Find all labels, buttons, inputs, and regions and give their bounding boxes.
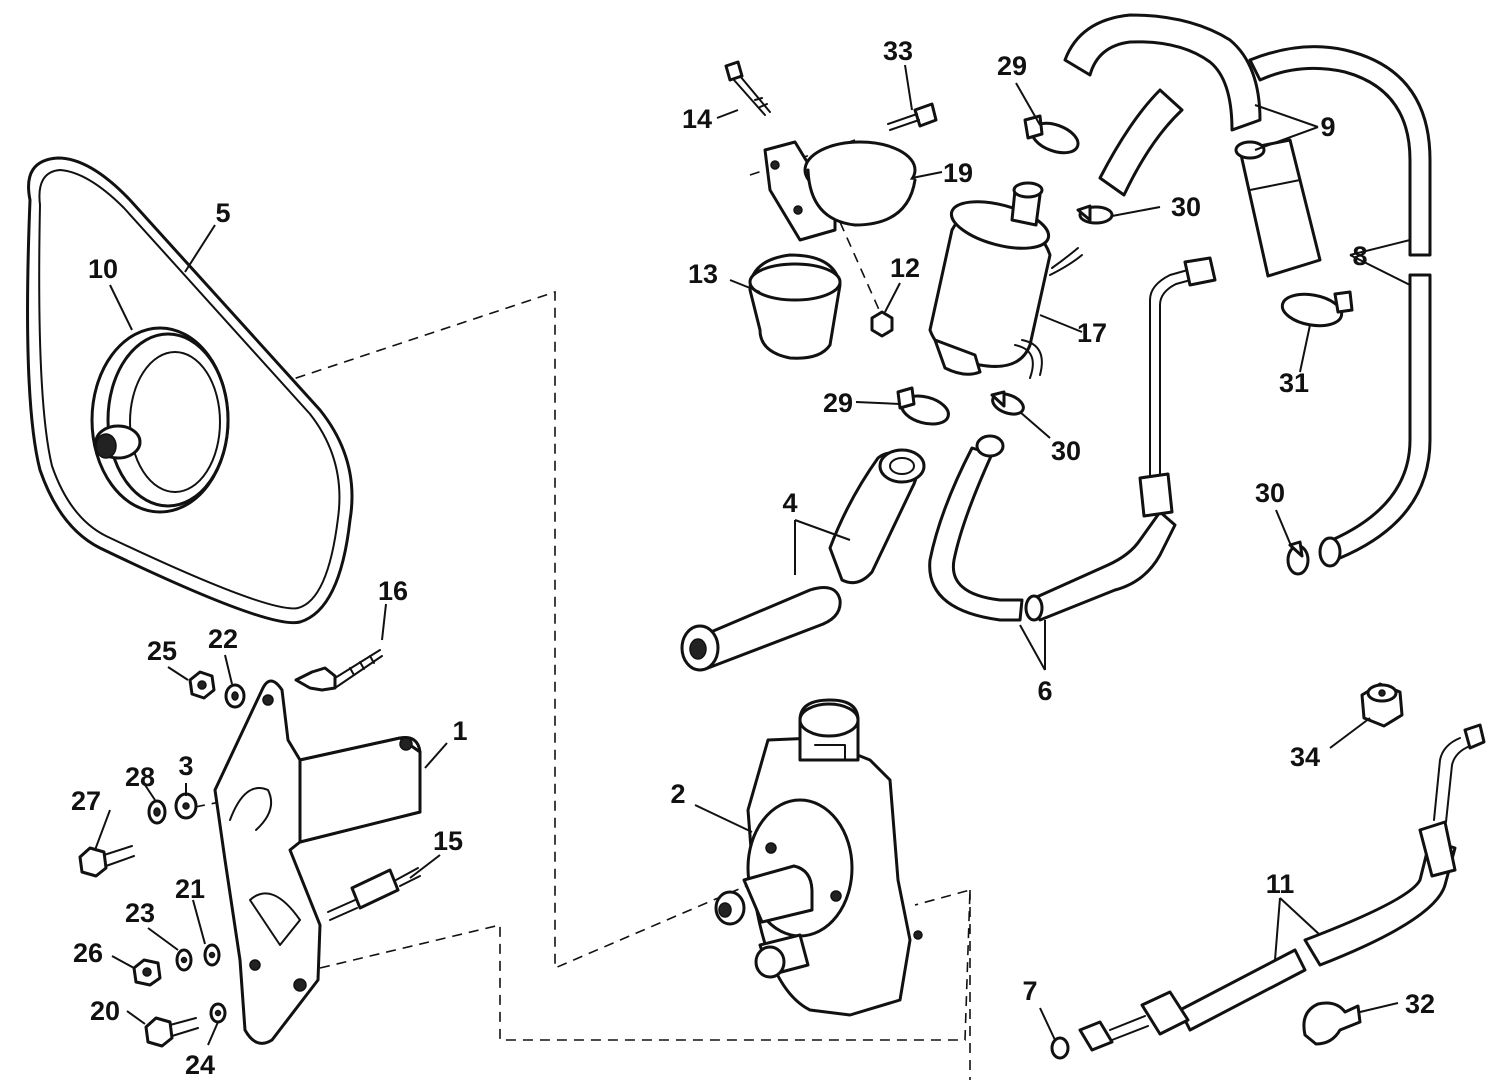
callout-24: 24 bbox=[185, 1050, 215, 1080]
washer-3 bbox=[174, 792, 198, 820]
o-ring-7 bbox=[1050, 1036, 1070, 1060]
callout-33: 33 bbox=[883, 36, 913, 66]
washer-22 bbox=[224, 683, 246, 709]
hose-clamp-30-middle bbox=[990, 390, 1025, 416]
hose-6 bbox=[928, 434, 1177, 622]
hose-clamp-30-upper bbox=[1076, 204, 1114, 225]
washer-23 bbox=[175, 948, 193, 972]
bracket-19 bbox=[763, 140, 917, 242]
clamp-32 bbox=[1302, 1001, 1362, 1046]
bolt-27 bbox=[78, 845, 135, 878]
nut-25 bbox=[188, 670, 216, 700]
hose-4 bbox=[680, 448, 926, 672]
hose-clamp-29-upper bbox=[1023, 114, 1080, 155]
washer-21 bbox=[203, 943, 221, 967]
callout-28: 28 bbox=[125, 762, 155, 792]
callout-7: 7 bbox=[1022, 976, 1037, 1006]
callouts: 1 2 3 4 5 6 7 8 9 10 11 12 13 14 15 16 1… bbox=[71, 36, 1435, 1080]
reservoir-17 bbox=[928, 181, 1083, 379]
nut-26 bbox=[132, 958, 162, 987]
callout-29-lower: 29 bbox=[823, 388, 853, 418]
callout-21: 21 bbox=[175, 874, 205, 904]
callout-6: 6 bbox=[1037, 676, 1052, 706]
callout-32: 32 bbox=[1405, 989, 1435, 1019]
washer-28 bbox=[147, 799, 167, 825]
callout-30-middle: 30 bbox=[1051, 436, 1081, 466]
hose-8 bbox=[1248, 45, 1432, 568]
bolt-33 bbox=[887, 102, 938, 131]
callout-25: 25 bbox=[147, 636, 177, 666]
callout-1: 1 bbox=[452, 716, 467, 746]
bolt-16 bbox=[294, 649, 383, 692]
hose-clamp-31 bbox=[1280, 290, 1354, 328]
callout-11: 11 bbox=[1266, 869, 1295, 899]
callout-3: 3 bbox=[178, 751, 193, 781]
callout-23: 23 bbox=[125, 898, 155, 928]
callout-30-lower: 30 bbox=[1255, 478, 1285, 508]
steel-line-upper bbox=[1138, 256, 1217, 518]
sleeve-13 bbox=[748, 253, 842, 360]
callout-12: 12 bbox=[890, 253, 920, 283]
power-steering-pump bbox=[714, 698, 923, 1017]
mounting-bracket bbox=[213, 679, 422, 1045]
callout-8: 8 bbox=[1352, 241, 1367, 271]
callout-5: 5 bbox=[215, 198, 230, 228]
callout-9: 9 bbox=[1320, 112, 1335, 142]
callout-13: 13 bbox=[688, 259, 718, 289]
callout-2: 2 bbox=[670, 779, 685, 809]
callout-31: 31 bbox=[1279, 368, 1309, 398]
fitting-nut-34 bbox=[1360, 682, 1404, 728]
callout-15: 15 bbox=[433, 826, 463, 856]
washer-24 bbox=[209, 1002, 227, 1024]
callout-10: 10 bbox=[88, 254, 118, 284]
callout-29-upper: 29 bbox=[997, 51, 1027, 81]
bolt-20 bbox=[144, 1016, 199, 1048]
hose-clamp-30-lower bbox=[1286, 540, 1310, 576]
callout-17: 17 bbox=[1077, 318, 1107, 348]
hose-9 bbox=[1063, 13, 1322, 278]
bolt-14 bbox=[724, 60, 771, 116]
callout-27: 27 bbox=[71, 786, 101, 816]
callout-20: 20 bbox=[90, 996, 120, 1026]
callout-22: 22 bbox=[208, 624, 238, 654]
nut-12 bbox=[870, 310, 894, 338]
leader-lines bbox=[94, 64, 1411, 1046]
callout-16: 16 bbox=[378, 576, 408, 606]
callout-30-upper: 30 bbox=[1171, 192, 1201, 222]
callout-14: 14 bbox=[682, 104, 712, 134]
callout-34: 34 bbox=[1290, 742, 1320, 772]
callout-26: 26 bbox=[73, 938, 103, 968]
stud-15 bbox=[327, 867, 421, 921]
callout-4: 4 bbox=[782, 488, 797, 518]
pulley bbox=[90, 326, 230, 514]
hose-clamp-29-lower bbox=[896, 386, 950, 426]
hose-11 bbox=[1078, 723, 1486, 1052]
callout-19: 19 bbox=[943, 158, 973, 188]
